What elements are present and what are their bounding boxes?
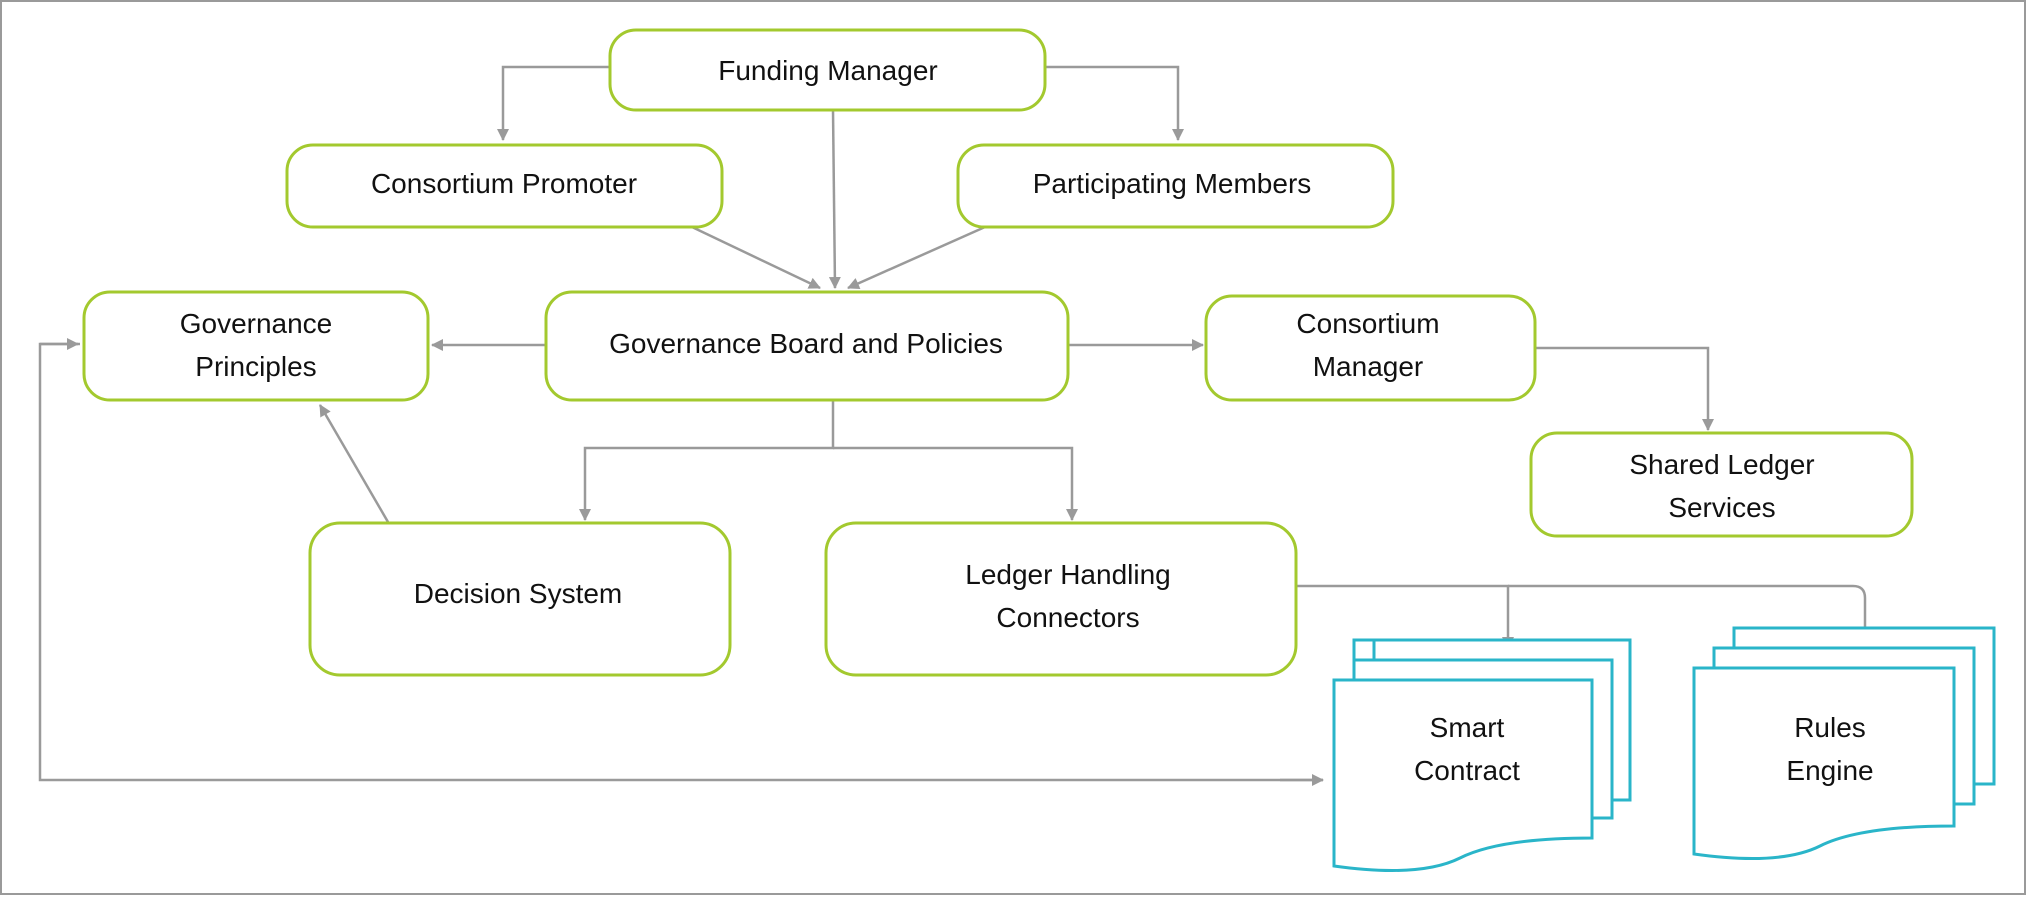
arrow-board-to-ledger-handling <box>833 446 1078 521</box>
node-funding-manager <box>608 28 1047 112</box>
node-participating-members <box>956 143 1395 229</box>
arrow-members-to-board <box>847 225 986 290</box>
label-funding-manager: Funding Manager <box>718 55 937 86</box>
arrow-promoter-to-board <box>691 225 821 290</box>
rules-engine-pages <box>1692 626 1996 860</box>
arrow-funding-to-board <box>828 109 841 289</box>
label-ledger-handling-connectors-1: Ledger Handling <box>965 559 1171 590</box>
label-shared-ledger-services-1: Shared Ledger <box>1629 449 1814 480</box>
node-governance-board <box>544 290 1070 402</box>
label-governance-board: Governance Board and Policies <box>609 328 1003 359</box>
arrow-board-to-decision <box>579 400 835 521</box>
node-governance-principles <box>82 290 430 402</box>
node-shared-ledger-services <box>1529 431 1914 538</box>
arrow-consortium-manager-to-shared-ledger <box>1535 346 1714 431</box>
label-consortium-manager-1: Consortium <box>1296 308 1439 339</box>
arrow-funding-to-promoter <box>497 65 610 141</box>
label-smart-contract-1: Smart <box>1430 712 1505 743</box>
label-consortium-promoter: Consortium Promoter <box>371 168 637 199</box>
label-governance-principles-1: Governance <box>180 308 333 339</box>
label-decision-system: Decision System <box>414 578 623 609</box>
connector-lines <box>38 65 1871 786</box>
label-rules-engine-2: Engine <box>1786 755 1873 786</box>
smart-contract-sheet-1 <box>1332 678 1594 872</box>
rules-engine-sheet-1 <box>1692 666 1956 860</box>
smart-contract-pages <box>1332 638 1632 872</box>
label-ledger-handling-connectors-2: Connectors <box>996 602 1139 633</box>
label-rules-engine-1: Rules <box>1794 712 1866 743</box>
arrow-decision-to-principles <box>318 404 390 523</box>
label-consortium-manager-2: Manager <box>1313 351 1424 382</box>
node-consortium-manager <box>1204 294 1537 402</box>
arrow-funding-to-members <box>1045 65 1184 141</box>
label-smart-contract-2: Contract <box>1414 755 1520 786</box>
label-participating-members: Participating Members <box>1033 168 1312 199</box>
arrow-ledger-to-rules-engine <box>1508 584 1871 646</box>
label-governance-principles-2: Principles <box>195 351 316 382</box>
node-ledger-handling-connectors <box>824 521 1298 677</box>
node-decision-system <box>308 521 732 677</box>
label-shared-ledger-services-2: Services <box>1668 492 1775 523</box>
node-consortium-promoter <box>285 143 724 229</box>
